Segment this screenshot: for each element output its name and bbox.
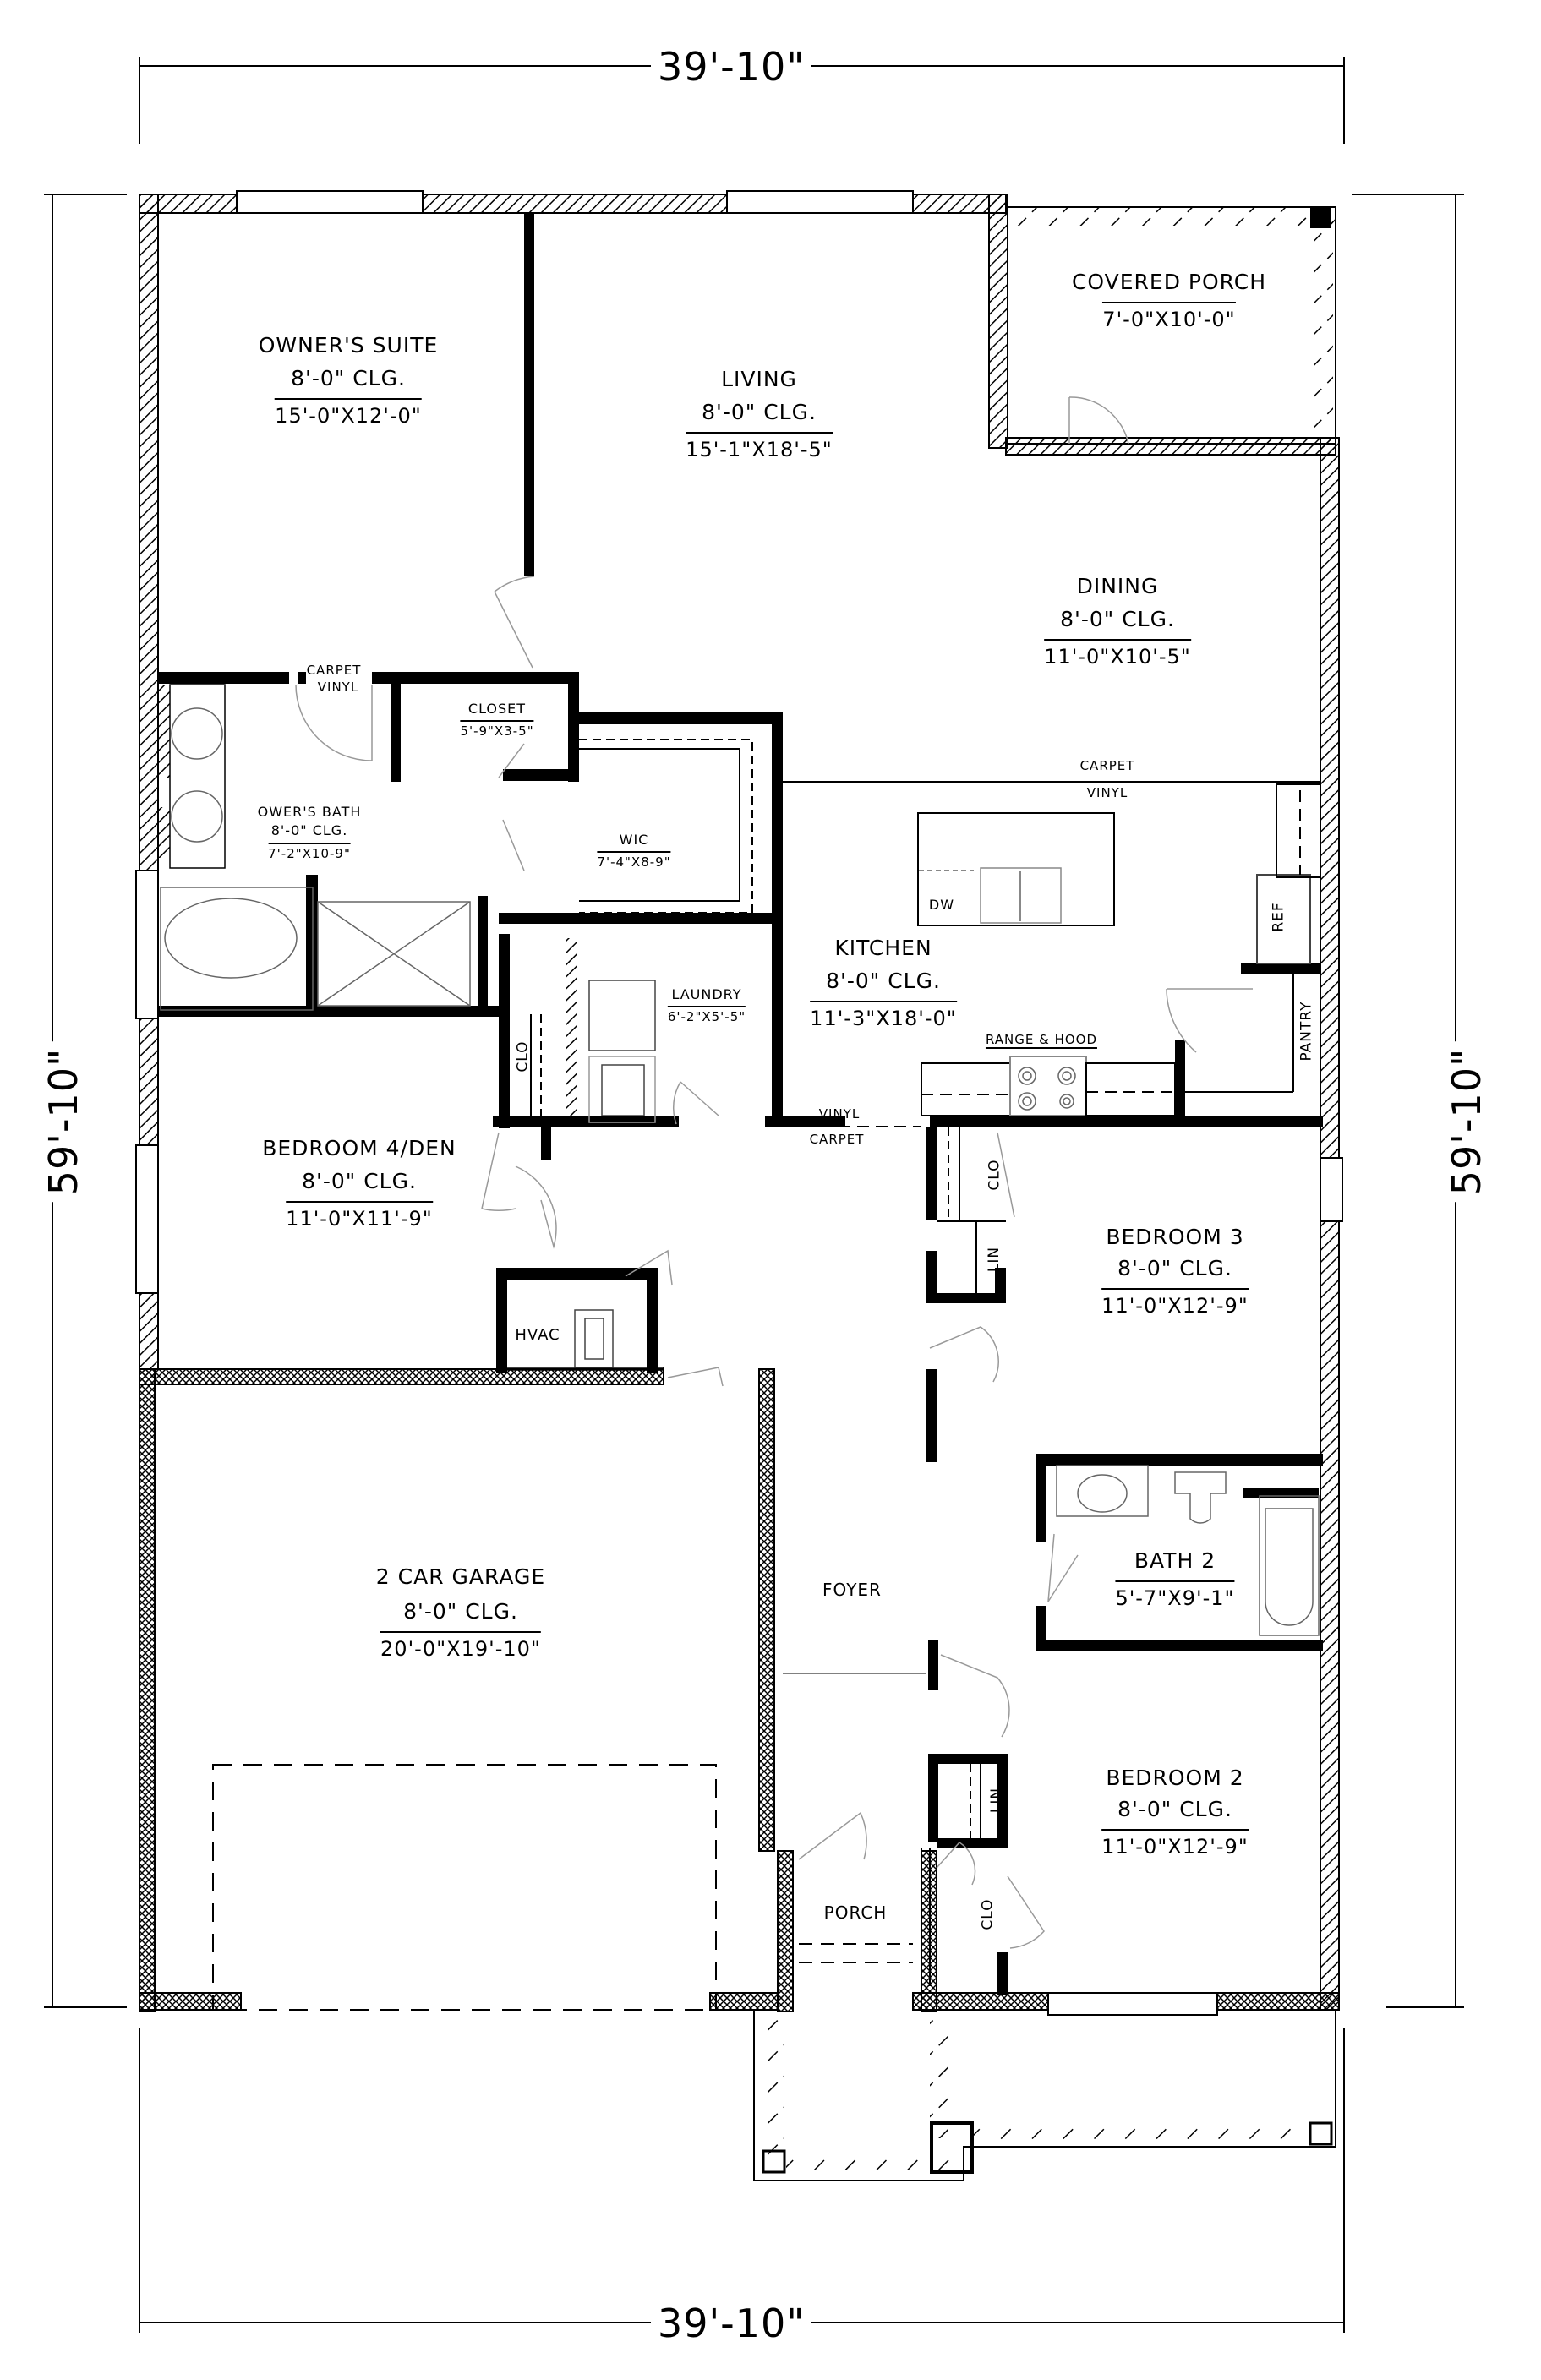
room-name: KITCHEN xyxy=(834,936,932,960)
room-size: 7'-4"X8-9" xyxy=(597,851,671,870)
room-name: PORCH xyxy=(823,1902,888,1923)
hvac-unit xyxy=(498,1309,664,1371)
bath2-fixtures xyxy=(1056,1465,1320,1636)
room-name: LAUNDRY xyxy=(671,986,742,1002)
flooring-bath-carpet: CARPET xyxy=(306,663,362,678)
room-wic[interactable]: WIC 7'-4"X8-9" xyxy=(597,832,671,871)
room-size: 11'-0"X12'-9" xyxy=(1101,1828,1249,1859)
exterior-walls xyxy=(139,194,1340,2012)
room-ceiling: 8'-0" CLG. xyxy=(702,399,817,424)
room-size: 11'-3"X18'-0" xyxy=(810,1000,957,1031)
room-size: 5'-9"X3-5" xyxy=(460,720,534,739)
room-name: FOYER xyxy=(822,1580,882,1600)
kitchen-island xyxy=(917,812,1115,926)
room-name: BEDROOM 4/DEN xyxy=(262,1136,456,1160)
room-foyer[interactable]: FOYER xyxy=(822,1580,882,1600)
flooring-dining-carpet: CARPET xyxy=(1079,758,1135,773)
room-owners-bath[interactable]: OWER'S BATH 8'-0" CLG. 7'-2"X10-9" xyxy=(257,804,362,861)
room-name: BATH 2 xyxy=(1134,1548,1216,1573)
room-owners-suite[interactable]: OWNER'S SUITE 8'-0" CLG. 15'-0"X12'-0" xyxy=(258,333,439,429)
room-size: 5'-7"X9'-1" xyxy=(1115,1580,1235,1611)
front-porch-structure xyxy=(753,1943,1336,2181)
linen-bedroom2-label: LIN xyxy=(988,1787,1006,1814)
room-size: 15'-1"X18'-5" xyxy=(686,431,833,462)
range-hood-label: RANGE & HOOD xyxy=(985,1032,1098,1050)
room-living[interactable]: LIVING 8'-0" CLG. 15'-1"X18'-5" xyxy=(686,367,833,462)
room-size: 7'-2"X10-9" xyxy=(268,842,351,861)
closet-bedroom2-label: CLO xyxy=(979,1898,997,1930)
owners-bath-fixtures xyxy=(160,684,471,1011)
laundry-appliances xyxy=(588,980,656,1123)
room-size: 6'-2"X5'-5" xyxy=(667,1006,746,1024)
wic-shelves xyxy=(579,739,753,914)
flooring-lines xyxy=(783,781,1320,1674)
dishwasher-label: DW xyxy=(928,897,955,913)
room-bedroom-4-den[interactable]: BEDROOM 4/DEN 8'-0" CLG. 11'-0"X11'-9" xyxy=(262,1136,456,1231)
covered-porch-structure xyxy=(1007,206,1336,445)
dimension-right: 59'-10" xyxy=(1444,1040,1490,1203)
room-garage[interactable]: 2 CAR GARAGE 8'-0" CLG. 20'-0"X19'-10" xyxy=(375,1564,546,1662)
garage-door-outline xyxy=(212,1764,717,2011)
room-name: DINING xyxy=(1076,574,1159,598)
room-bedroom-2[interactable]: BEDROOM 2 8'-0" CLG. 11'-0"X12'-9" xyxy=(1101,1766,1249,1859)
closet-bedroom4-label: CLO xyxy=(514,1040,532,1073)
linen-bedroom3-label: LIN xyxy=(986,1246,1003,1273)
room-ceiling: 8'-0" CLG. xyxy=(1117,1255,1232,1280)
room-ceiling: 8'-0" CLG. xyxy=(1060,606,1175,631)
room-name: LIVING xyxy=(721,367,797,391)
room-size: 15'-0"X12'-0" xyxy=(275,397,422,429)
refrigerator-label: REF xyxy=(1270,902,1287,932)
room-name: 2 CAR GARAGE xyxy=(375,1564,546,1589)
room-ceiling: 8'-0" CLG. xyxy=(302,1168,417,1193)
room-size: 11'-0"X10'-5" xyxy=(1044,638,1191,669)
closet-shelves xyxy=(530,1014,1006,1986)
room-ceiling: 8'-0" CLG. xyxy=(403,1598,518,1624)
room-name: OWNER'S SUITE xyxy=(258,333,439,358)
room-porch[interactable]: PORCH xyxy=(824,1903,888,1923)
room-closet[interactable]: CLOSET 5'-9"X3-5" xyxy=(460,701,534,740)
dimension-top: 39'-10" xyxy=(651,44,812,90)
room-name: CLOSET xyxy=(467,701,527,717)
dimension-bottom: 39'-10" xyxy=(651,2301,812,2346)
hatched-walls xyxy=(158,685,1247,1466)
room-name: BEDROOM 3 xyxy=(1106,1225,1244,1249)
windows xyxy=(135,190,1343,2016)
room-name: BEDROOM 2 xyxy=(1106,1766,1244,1790)
room-name: COVERED PORCH xyxy=(1071,270,1267,294)
pantry-label: PANTRY xyxy=(1298,1001,1315,1062)
room-name: WIC xyxy=(619,832,649,848)
room-size: 11'-0"X12'-9" xyxy=(1101,1287,1249,1318)
room-kitchen[interactable]: KITCHEN 8'-0" CLG. 11'-3"X18'-0" xyxy=(810,936,957,1030)
room-size: 20'-0"X19'-10" xyxy=(380,1630,541,1662)
room-name: OWER'S BATH xyxy=(257,804,362,820)
room-ceiling: 8'-0" CLG. xyxy=(826,968,941,993)
room-bath-2[interactable]: BATH 2 5'-7"X9'-1" xyxy=(1115,1548,1235,1611)
kitchen-counters xyxy=(921,783,1321,1116)
room-size: 7'-0"X10'-0" xyxy=(1102,301,1236,332)
range-burners xyxy=(1018,1067,1076,1111)
room-ceiling: 8'-0" CLG. xyxy=(270,822,348,839)
flooring-bath-vinyl: VINYL xyxy=(317,680,359,695)
flooring-hall-vinyl: VINYL xyxy=(818,1106,861,1122)
dimension-left: 59'-10" xyxy=(41,1040,87,1203)
hvac-label: HVAC xyxy=(515,1326,560,1344)
flooring-hall-carpet: CARPET xyxy=(809,1132,865,1147)
room-laundry[interactable]: LAUNDRY 6'-2"X5'-5" xyxy=(667,986,746,1025)
room-dining[interactable]: DINING 8'-0" CLG. 11'-0"X10'-5" xyxy=(1044,574,1191,669)
interior-walls xyxy=(158,213,1323,1995)
room-bedroom-3[interactable]: BEDROOM 3 8'-0" CLG. 11'-0"X12'-9" xyxy=(1101,1225,1249,1318)
door-swings xyxy=(295,396,1253,1949)
room-ceiling: 8'-0" CLG. xyxy=(1117,1796,1232,1821)
closet-bedroom3-label: CLO xyxy=(986,1159,1003,1191)
room-covered-porch[interactable]: COVERED PORCH 7'-0"X10'-0" xyxy=(1072,270,1266,331)
room-ceiling: 8'-0" CLG. xyxy=(291,365,406,390)
room-size: 11'-0"X11'-9" xyxy=(286,1200,433,1231)
flooring-kitchen-vinyl: VINYL xyxy=(1086,785,1128,800)
